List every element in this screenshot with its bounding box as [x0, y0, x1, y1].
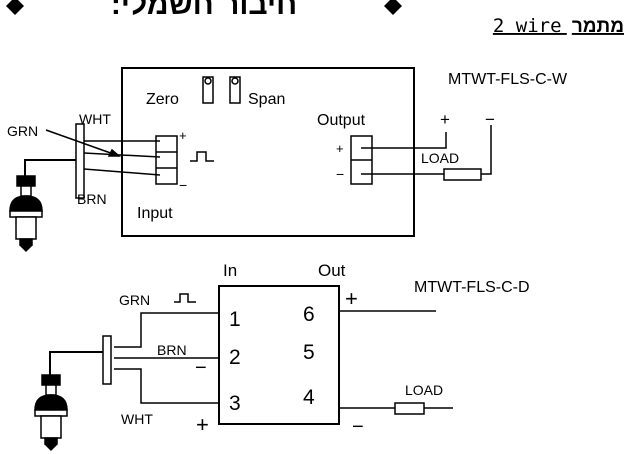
load-resistor	[443, 168, 482, 181]
flow-sensor-icon	[34, 374, 68, 452]
load-resistor-bottom	[394, 402, 425, 415]
arrow-head-icon	[107, 148, 122, 157]
load-label-bottom: LOAD	[405, 382, 443, 398]
top-diagram-labels: Zero Span Output Input MTWT-FLS-C-W LOAD…	[7, 71, 568, 222]
load-label-top: LOAD	[421, 150, 459, 166]
subtitle: 2 wire מתמר	[493, 15, 624, 37]
model-label-bottom: MTWT-FLS-C-D	[414, 279, 530, 296]
pulse-icon	[174, 293, 196, 303]
brn-label-top: BRN	[77, 191, 107, 207]
out-minus-sign: −	[352, 416, 364, 438]
subtitle-suffix: 2 wire	[493, 15, 562, 37]
input-terminal-block	[155, 135, 178, 185]
module-box	[218, 285, 340, 425]
sensor-cable-bottom	[49, 351, 103, 375]
model-label-top: MTWT-FLS-C-W	[448, 71, 568, 88]
grn-pointer	[45, 129, 120, 157]
page-title: חיבור חשמלי:	[111, 0, 297, 21]
pin-4: 4	[303, 386, 315, 409]
out-label: Out	[318, 261, 346, 280]
brn-label-bottom: BRN	[157, 342, 187, 358]
out-plus-sign: +	[345, 286, 358, 311]
output-minus-sign: −	[336, 166, 344, 182]
pin-5: 5	[303, 341, 315, 364]
transmitter-box	[121, 67, 415, 237]
in-plus-sign: +	[196, 412, 209, 437]
header: חיבור חשמלי: 2 wire מתמר	[6, 0, 624, 37]
wire-grn-bottom	[114, 312, 219, 348]
output-plus-wire	[361, 132, 447, 149]
wht-label-top: WHT	[79, 111, 111, 127]
flow-sensor-icon	[9, 175, 43, 253]
supply-minus-sign: −	[485, 110, 495, 129]
wire-wht-bottom	[114, 368, 219, 404]
in-label: In	[223, 261, 237, 280]
bottom-diagram-labels: In Out MTWT-FLS-C-D 1 2 3 6 5 4 GRN BRN …	[119, 261, 530, 438]
output-label: Output	[317, 112, 366, 129]
wire-grn	[83, 152, 161, 158]
zero-pot-icon	[202, 76, 214, 104]
subtitle-prefix: מתמר	[572, 16, 624, 37]
zero-label: Zero	[146, 91, 179, 108]
span-label: Span	[248, 91, 285, 108]
pin-2: 2	[229, 346, 241, 369]
supply-plus-sign: +	[440, 110, 450, 129]
bottom-diagram	[34, 285, 453, 452]
pin-1: 1	[229, 308, 241, 331]
input-minus-sign: −	[179, 177, 187, 193]
grn-label-top: GRN	[7, 123, 38, 139]
input-plus-sign: +	[179, 128, 187, 143]
load-return-wire	[481, 125, 492, 175]
sensor-connector-bottom	[102, 335, 112, 385]
pin-6: 6	[303, 303, 315, 326]
grn-label-bottom: GRN	[119, 292, 150, 308]
output-plus-sign: +	[336, 141, 344, 156]
in-minus-sign: −	[195, 357, 207, 379]
diamond-bullet-icon	[384, 0, 402, 15]
wire-brn	[83, 168, 161, 176]
input-label: Input	[137, 205, 173, 222]
sensor-connector	[75, 123, 85, 199]
output-terminal-block	[350, 135, 373, 185]
diamond-bullet-icon	[6, 0, 24, 15]
span-pot-icon	[229, 76, 241, 104]
top-diagram	[9, 67, 492, 253]
sensor-cable	[24, 159, 76, 176]
pulse-icon	[190, 151, 214, 162]
pin-3: 3	[229, 392, 241, 415]
wht-label-bottom: WHT	[121, 411, 153, 427]
